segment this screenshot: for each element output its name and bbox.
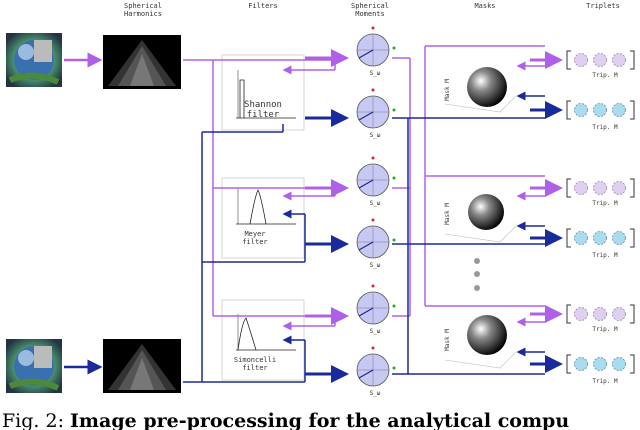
triplet-2 <box>566 100 635 120</box>
caption-prefix: Fig. 2: <box>2 410 71 430</box>
moment-disc-6 <box>356 346 396 387</box>
mask-3 <box>444 315 517 369</box>
moments-to-masks-navy <box>392 117 545 375</box>
header-moments: Spherical Moments <box>351 2 389 18</box>
harmonics-spectrum-bottom <box>103 339 181 393</box>
input-image-bottom <box>6 339 62 393</box>
mask-1 <box>444 67 517 113</box>
harmonics-spectrum-top <box>103 35 181 89</box>
filter-name-simoncelli: Simoncelli filter <box>233 356 277 372</box>
moment-disc-1 <box>356 26 396 67</box>
mask-label-3: Mask M <box>444 329 451 351</box>
figure-caption: Fig. 2: Image pre-processing for the ana… <box>2 410 638 430</box>
input-image-top <box>6 33 62 87</box>
filter-name-shannon: Shannon filter <box>244 100 282 120</box>
moments-to-masks-purple <box>392 45 545 317</box>
mask-label-1: Mask M <box>444 79 451 101</box>
filter-name-meyer: Meyer filter <box>242 230 268 246</box>
header-masks: Masks <box>474 2 496 10</box>
triplet-label-3: Trip. M <box>592 200 618 207</box>
triplet-1 <box>566 50 635 70</box>
triplets-column <box>566 50 635 374</box>
header-harmonics: Spherical Harmonics <box>124 2 162 18</box>
mask-2 <box>444 194 517 243</box>
filter-panel-meyer <box>221 177 305 259</box>
moment-label-4: S_ω <box>369 262 381 269</box>
triplet-3 <box>566 178 635 198</box>
triplet-label-4: Trip. M <box>592 252 618 259</box>
moments-column <box>356 26 396 387</box>
moment-label-6: S_ω <box>369 390 381 397</box>
header-filters: Filters <box>248 2 278 10</box>
triplet-label-6: Trip. M <box>592 378 618 385</box>
triplet-4 <box>566 228 635 248</box>
moment-disc-2 <box>356 88 396 129</box>
moment-disc-5 <box>356 284 396 325</box>
moment-disc-3 <box>356 156 396 197</box>
triplet-5 <box>566 304 635 324</box>
triplet-label-2: Trip. M <box>592 124 618 131</box>
moment-label-3: S_ω <box>369 200 381 207</box>
moment-label-1: S_ω <box>369 70 381 77</box>
mask-label-2: Mask M <box>444 203 451 225</box>
ellipsis-dots <box>474 258 480 291</box>
triplet-label-1: Trip. M <box>592 72 618 79</box>
moment-label-2: S_ω <box>369 132 381 139</box>
moment-label-5: S_ω <box>369 328 381 335</box>
navy-routing <box>183 131 283 383</box>
header-triplets: Triplets <box>586 2 620 10</box>
triplet-6 <box>566 354 635 374</box>
triplet-label-5: Trip. M <box>592 326 618 333</box>
caption-bold: Image pre-processing for the analytical … <box>70 410 570 430</box>
moment-disc-4 <box>356 218 396 259</box>
